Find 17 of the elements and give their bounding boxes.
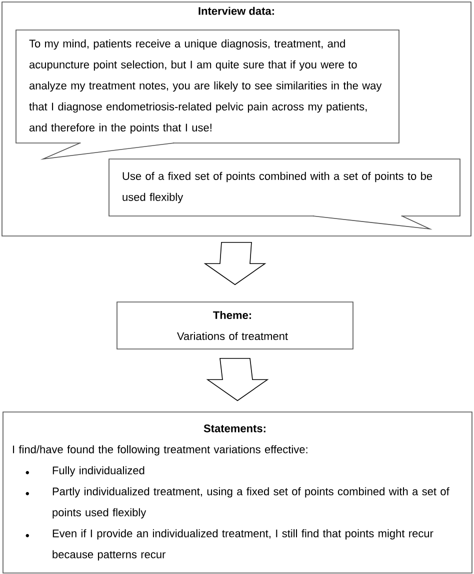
quote-text: Use of a fixed set of points combined with a set of points to be used flexibly [122, 172, 432, 204]
text-box [2, 412, 472, 574]
bullet-text: Even if I provide an individualized treatment, I still find that points might recur because patterns recur [52, 529, 434, 560]
heading: Theme: [213, 310, 251, 320]
theme-text: Variations of treatment [177, 332, 288, 340]
speech-bubble [108, 158, 460, 230]
bullet-text: Partly individualized treatment, using a fixed set of points combined with a set of points used flexibly [52, 487, 450, 518]
heading: Statements: [204, 424, 266, 432]
intro-text: I find/have found the following treatment variations effective: [13, 445, 308, 456]
panel [2, 2, 472, 236]
bullet-text: Fully individualized [52, 466, 144, 476]
text-box [116, 302, 354, 350]
block-arrow [204, 242, 266, 286]
heading: Interview data: [198, 6, 274, 15]
quote-text: To my mind, patients receive a unique diagnosis, treatment, and acupuncture point selection, but I am quite sure that if you were to analyze my treatment notes, you are likely to see similarities in the way that I diagnose endometriosis-related pelvic pain across my patients, and therefore in the points that I use! [29, 39, 382, 134]
speech-bubble [16, 30, 400, 160]
block-arrow [206, 358, 269, 402]
